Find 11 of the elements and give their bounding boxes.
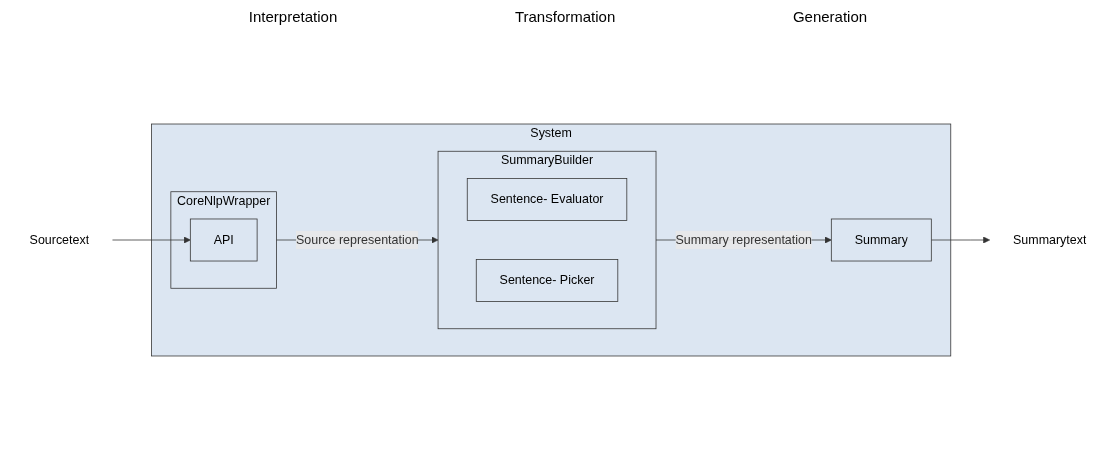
node-text: Sourcetext	[29, 232, 90, 247]
node-box: API	[189, 218, 258, 262]
node-text: Summarytext	[1013, 232, 1087, 247]
edge-label: Source representation	[296, 232, 419, 247]
node-box: Sentence- Evaluator	[466, 178, 628, 221]
node-box: Sentence- Picker	[475, 259, 619, 302]
phase-label: Generation	[792, 8, 868, 25]
phase-label: Transformation	[514, 8, 616, 25]
node-box: Summary	[830, 218, 932, 262]
edge-label: Summary representation	[675, 232, 812, 247]
phase-label: Interpretation	[248, 8, 338, 25]
